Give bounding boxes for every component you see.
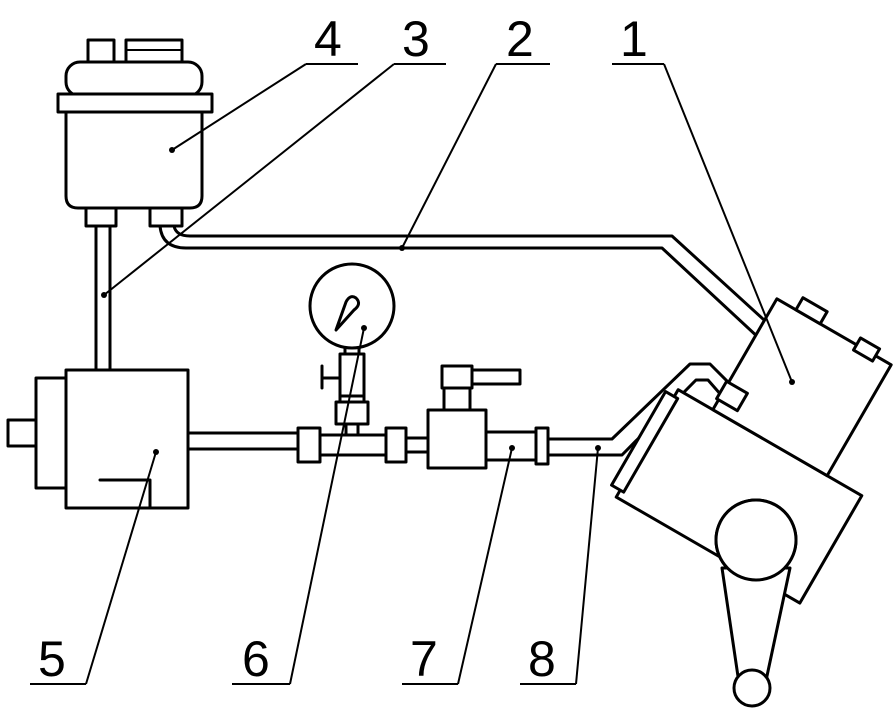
pump <box>6 368 190 510</box>
label-5: 5 <box>38 631 66 687</box>
label-6: 6 <box>242 631 270 687</box>
tee-nut-left <box>296 426 322 464</box>
reservoir-rim <box>56 92 214 114</box>
label-2: 2 <box>506 11 534 67</box>
reservoir-outlet-left <box>84 206 118 228</box>
reservoir-outlet-right <box>148 206 184 228</box>
reservoir-cap-left <box>86 38 116 64</box>
shutoff-valve <box>426 364 550 470</box>
tee-nut-right <box>384 426 408 464</box>
label-4: 4 <box>314 11 342 67</box>
reservoir <box>56 38 214 228</box>
gauge-valve-nut <box>334 400 370 426</box>
reservoir-body <box>64 110 204 210</box>
tee-fitting <box>296 426 430 464</box>
gear-housing-upper <box>711 297 893 478</box>
reservoir-top <box>64 60 204 98</box>
gauge-needle <box>334 295 361 332</box>
return-line <box>158 224 788 354</box>
pump-body <box>64 368 190 510</box>
gear-port-pressure <box>715 379 749 413</box>
leader-lines <box>30 63 795 685</box>
pressure-line-a <box>186 431 300 451</box>
valve-handle <box>470 368 522 386</box>
gear-housing-end <box>610 390 680 494</box>
label-8: 8 <box>528 631 556 687</box>
gear-port-top <box>852 336 882 363</box>
pump-shaft <box>6 418 38 448</box>
valve-stem <box>440 364 474 390</box>
valve-body <box>426 408 488 470</box>
gear-port-return <box>794 296 829 326</box>
pump-flange <box>34 376 72 490</box>
valve-bonnet <box>442 384 472 412</box>
label-3: 3 <box>402 11 430 67</box>
pressure-gauge <box>308 262 396 437</box>
pitman-ball <box>732 668 772 708</box>
pitman-arm <box>714 498 798 708</box>
valve-end-nut <box>534 426 550 466</box>
label-7: 7 <box>410 631 438 687</box>
label-1: 1 <box>620 11 648 67</box>
steering-gear <box>610 296 893 605</box>
gauge-dial <box>308 262 396 350</box>
suction-line <box>94 224 112 372</box>
